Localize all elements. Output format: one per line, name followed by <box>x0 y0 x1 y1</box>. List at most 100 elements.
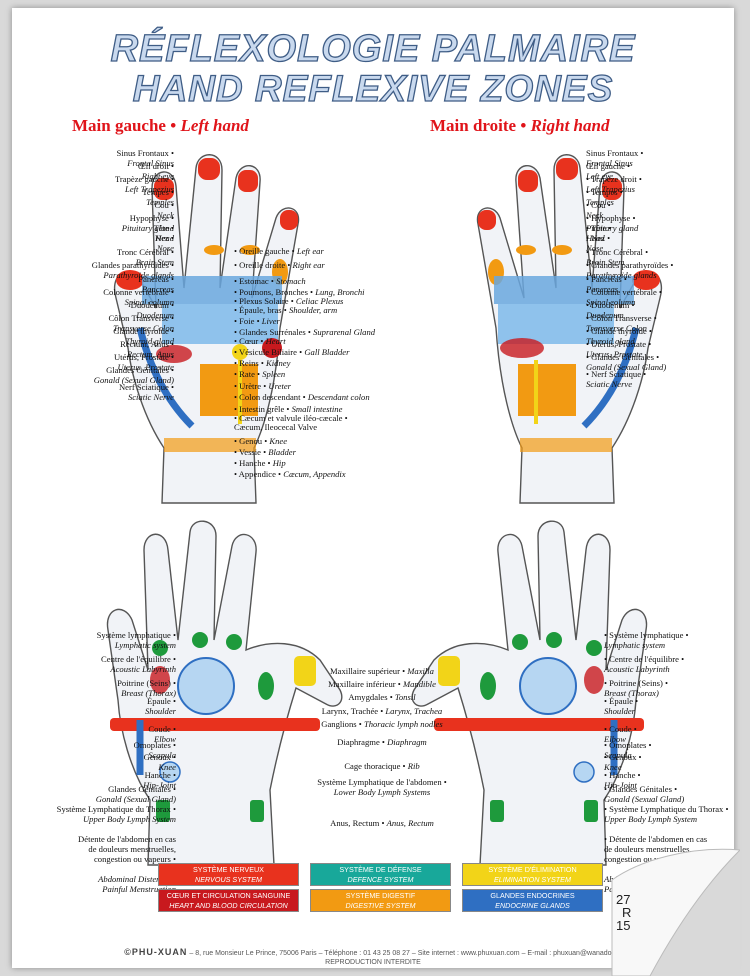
label-fr: • Épaule • <box>604 696 639 706</box>
diaphragm-band-r <box>434 718 644 731</box>
wrist-zone-r <box>520 438 612 452</box>
thumb-throat-zone-r <box>438 656 460 686</box>
label-en: Duodenum <box>586 309 624 320</box>
top-right-labels-item: • Glande thyroïde •Thyroid gland <box>586 326 734 346</box>
label-fr: congestion ou vapeurs • <box>604 854 687 864</box>
label-en: Uterus, Prostate <box>117 361 175 372</box>
label-en: Nose <box>586 242 604 253</box>
label-fr: • Centre de l'équilibre • <box>604 654 685 664</box>
lower-lymph-zone-2 <box>250 800 264 822</box>
top-right-labels-item: • Nez •Nose <box>586 233 734 253</box>
top-left-labels-item: Hypophyse •Pituitary gland <box>32 213 174 233</box>
label-fr: • Pancréas • <box>586 274 627 284</box>
label-en: Knee <box>158 761 176 772</box>
lower-lymph-zone-r2 <box>490 800 504 822</box>
top-right-labels-item: • Duodénum •Duodenum <box>586 300 734 320</box>
label-en: Pituitary gland <box>121 222 174 233</box>
sinus-zone-4 <box>280 210 298 230</box>
top-left-labels-item: Duodénum •Duodenum <box>32 300 174 320</box>
label-fr: • Système lymphatique • <box>604 630 689 640</box>
label-fr: Détente de l'abdomen en cas <box>78 834 176 844</box>
label-en: Abdominal Distention, <box>98 873 176 884</box>
label-en: Frontal Sinus <box>586 157 633 168</box>
label-en: Tonsil <box>394 692 416 702</box>
top-center-labels-item: • Plexus Solaire • Celiac Plexus <box>234 296 444 307</box>
label-en: Right eye <box>141 170 174 181</box>
label-en: Upper Body Lymph System <box>604 813 698 824</box>
lymph-point-3 <box>226 634 242 650</box>
sinus-zone-2 <box>198 158 220 180</box>
heart-zone <box>262 338 282 358</box>
price-tag-line-1: 27 <box>616 892 631 907</box>
title-french: RÉFLEXOLOGIE PALMAIRE <box>110 27 636 70</box>
lymph-point-r1 <box>586 640 602 656</box>
price-tag: 27 R 15 <box>616 893 631 932</box>
publisher-footer: ©PHU-XUAN – 8, rue Monsieur Le Prince, 7… <box>12 948 734 967</box>
bottom-right-labels-item: de douleurs menstruelles, <box>604 844 734 855</box>
label-en: Gonald (Sexual Gland) <box>93 374 174 385</box>
label-fr: Poitrine (Seins) • <box>117 678 176 688</box>
spine-zone-r <box>581 327 640 429</box>
label-fr: Épaule • <box>146 696 176 706</box>
label-fr: • Glandes parathyroïdes • <box>586 260 674 270</box>
label-fr: Coude • <box>148 724 176 734</box>
left-hand-heading-fr: Main gauche • <box>72 116 181 135</box>
lymph-point-r2 <box>546 632 562 648</box>
label-fr: • Tête • <box>586 223 612 233</box>
label-en: Lymphatic system <box>114 639 176 650</box>
label-fr: Anus, Rectum • <box>330 818 385 828</box>
label-fr: • Omoplates • <box>604 740 652 750</box>
legend-label-fr: SYSTÈME NERVEUX <box>193 865 264 874</box>
label-fr: Larynx, Trachée • <box>321 706 384 716</box>
bottom-right-labels-item: • Détente de l'abdomen en cas <box>604 834 734 845</box>
label-fr: • Cœur • <box>234 336 264 346</box>
label-en: Scapula <box>604 749 632 760</box>
reproduction-notice: REPRODUCTION INTERDITE <box>325 959 421 966</box>
top-left-labels-item: Colonne vertébrale •Spinal column <box>32 287 174 307</box>
label-fr: • Glandes Génitales • <box>604 784 678 794</box>
label-en: Spinal column <box>124 296 174 307</box>
top-right-labels-item: • Côlon Transverse •Transverse Colon <box>586 313 734 333</box>
bottom-right-labels-item: • Omoplates •Scapula <box>604 740 734 760</box>
label-en: Maxilla <box>407 666 434 676</box>
legend-label-fr: GLANDES ENDOCRINES <box>490 891 575 900</box>
legend-label-fr: SYSTÈME D'ÉLIMINATION <box>488 865 577 874</box>
label-fr: Œil gauche • <box>586 161 631 171</box>
top-left-labels-item: Œil droit •Right eye <box>32 161 174 181</box>
back-left-hand <box>106 520 343 866</box>
bottom-left-labels-item: Poitrine (Seins) •Breast (Thorax) <box>26 678 176 698</box>
label-fr: • Trapèze droit • <box>586 174 642 184</box>
lung-zone-r <box>498 304 614 344</box>
legend-label-fr: SYSTÈME DIGESTIF <box>345 891 416 900</box>
label-en: Brain Stem <box>586 256 625 267</box>
publisher-address: – 8, rue Monsieur Le Prince, 75006 Paris… <box>189 950 622 957</box>
label-fr: Hypophyse • <box>129 213 174 223</box>
publisher-brand: ©PHU-XUAN <box>124 947 188 957</box>
top-center-labels-item: • Glandes Surrénales • Suprarenal Gland <box>234 327 444 338</box>
bottom-left-labels-item: Glandes Génitales •Gonald (Sexual Gland) <box>26 784 176 804</box>
shoulder-zone-r <box>480 672 496 700</box>
label-en: Left Trapezius <box>125 183 174 194</box>
lower-lymph-zone-1 <box>156 800 170 822</box>
label-fr: • Appendice • <box>234 469 282 479</box>
lymph-point-r3 <box>512 634 528 650</box>
label-fr: Sinus Frontaux • <box>586 148 644 158</box>
thumb-head-zone-r <box>632 270 660 290</box>
label-fr: • Vésicule Biliaire • <box>234 347 303 357</box>
title-english: HAND REFLEXIVE ZONES <box>132 67 614 109</box>
top-center-labels-item: • Oreille droite • Right ear <box>234 260 444 271</box>
top-right-labels-item: • Trapèze droit •Left Trapezius <box>586 174 734 194</box>
label-en: Left eye <box>586 170 613 181</box>
top-right-labels-item: • Glandes Génitales •Gonald (Sexual Glan… <box>586 352 734 372</box>
bottom-right-labels-item: • Hanche •Hip-Joint <box>604 770 734 790</box>
label-en: Pituitary gland <box>586 222 639 233</box>
label-en: Ureter <box>268 381 292 391</box>
label-fr: Ganglions • <box>321 719 362 729</box>
label-fr: Cou • <box>154 200 174 210</box>
back-right-hand <box>411 520 648 866</box>
top-right-labels-item: • Cou •Neck <box>586 200 734 220</box>
top-center-labels-item: • Oreille gauche • Left ear <box>234 246 444 257</box>
top-right-labels-item: • Nerf Sciatique •Sciatic Nerve <box>586 369 734 389</box>
